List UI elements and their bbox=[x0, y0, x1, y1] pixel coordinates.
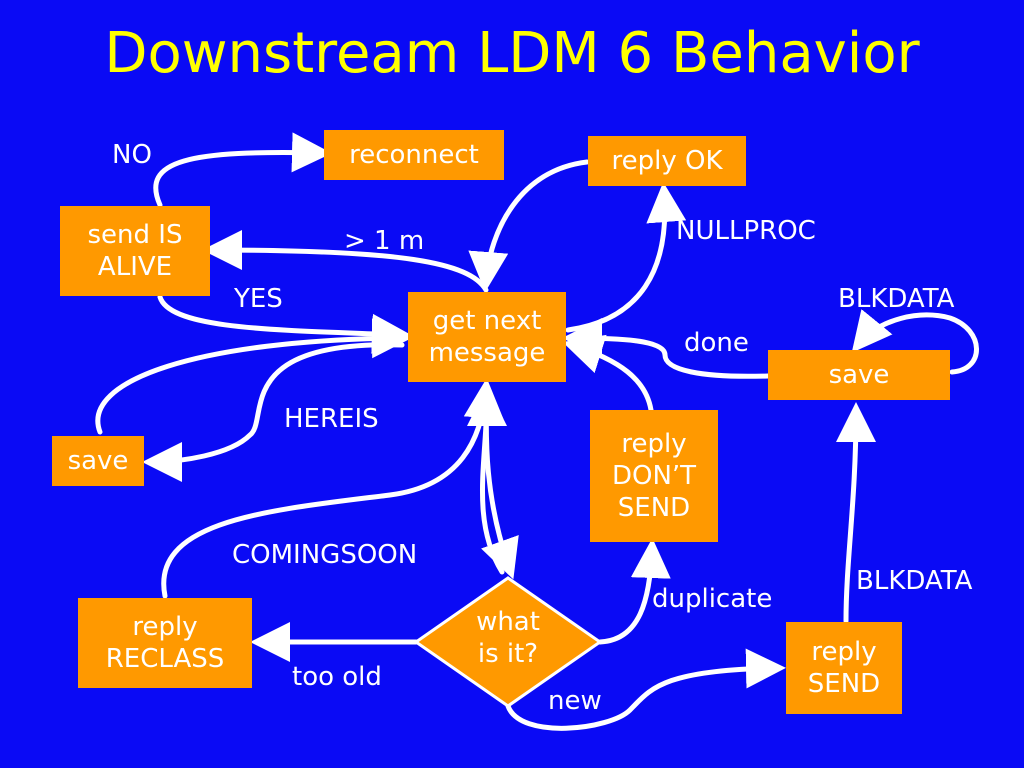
reply-dont-send-line3: SEND bbox=[617, 493, 691, 523]
decision-diamond bbox=[413, 576, 603, 708]
arrow-new bbox=[505, 648, 786, 731]
arrow-blkdata-up bbox=[835, 402, 876, 624]
arrow-blkdata-loop bbox=[851, 309, 979, 375]
reply-send-line2: SEND bbox=[807, 669, 881, 699]
reply-send-line1: reply bbox=[811, 637, 877, 667]
what-is-it-line2: is it? bbox=[477, 639, 539, 669]
reply-dont-send-line2: DON’T bbox=[611, 461, 697, 491]
label-new: new bbox=[548, 686, 602, 716]
page-title: Downstream LDM 6 Behavior bbox=[104, 21, 920, 86]
send-is-alive-box: send IS ALIVE bbox=[60, 206, 210, 296]
label-blkdata-bottom: BLKDATA bbox=[856, 566, 973, 596]
reply-dont-send-line1: reply bbox=[621, 429, 687, 459]
save-left-box: save bbox=[52, 436, 144, 486]
get-next-message-line2: message bbox=[428, 338, 546, 368]
label-comingsoon: COMINGSOON bbox=[232, 540, 418, 570]
arrow-save-left-out bbox=[95, 318, 412, 435]
label-done: done bbox=[684, 328, 749, 358]
reply-ok-box: reply OK bbox=[588, 136, 746, 186]
get-next-message-box: get next message bbox=[408, 292, 566, 382]
label-no: NO bbox=[112, 140, 152, 170]
label-yes: YES bbox=[234, 284, 283, 314]
arrow-yes bbox=[157, 294, 412, 354]
what-is-it-text: what is it? bbox=[448, 606, 568, 670]
what-is-it-line1: what bbox=[476, 607, 540, 637]
reply-ok-label: reply OK bbox=[611, 146, 723, 176]
get-next-message-line1: get next bbox=[432, 306, 542, 336]
reply-reclass-box: reply RECLASS bbox=[78, 598, 252, 688]
arrow-no bbox=[153, 132, 332, 208]
arrow-reply-ok-out bbox=[468, 159, 590, 292]
save-right-box: save bbox=[768, 350, 950, 400]
save-left-label: save bbox=[67, 446, 129, 476]
label-blkdata-top: BLKDATA bbox=[838, 284, 955, 314]
label-too-old: too old bbox=[292, 662, 382, 692]
send-is-alive-line1: send IS bbox=[87, 220, 183, 250]
arrow-what-to-next bbox=[466, 386, 507, 575]
arrow-dont-send-out bbox=[562, 334, 654, 413]
arrow-nullproc bbox=[565, 182, 687, 333]
arrow-comingsoon bbox=[161, 378, 504, 599]
send-is-alive-line2: ALIVE bbox=[97, 252, 173, 282]
label-hereis: HEREIS bbox=[284, 404, 379, 434]
reconnect-box: reconnect bbox=[324, 130, 504, 180]
arrow-hereis bbox=[142, 342, 405, 482]
label-duplicate: duplicate bbox=[652, 584, 773, 614]
reply-reclass-line2: RECLASS bbox=[105, 644, 225, 674]
reconnect-label: reconnect bbox=[349, 140, 479, 170]
reply-dont-send-box: reply DON’T SEND bbox=[590, 410, 718, 542]
save-right-label: save bbox=[828, 360, 890, 390]
label-gt-1m: > 1 m bbox=[344, 226, 425, 256]
arrow-done bbox=[562, 318, 771, 379]
reply-reclass-line1: reply bbox=[132, 612, 198, 642]
arrow-duplicate bbox=[597, 538, 671, 645]
reply-send-box: reply SEND bbox=[786, 622, 902, 714]
label-nullproc: NULLPROC bbox=[676, 216, 816, 246]
